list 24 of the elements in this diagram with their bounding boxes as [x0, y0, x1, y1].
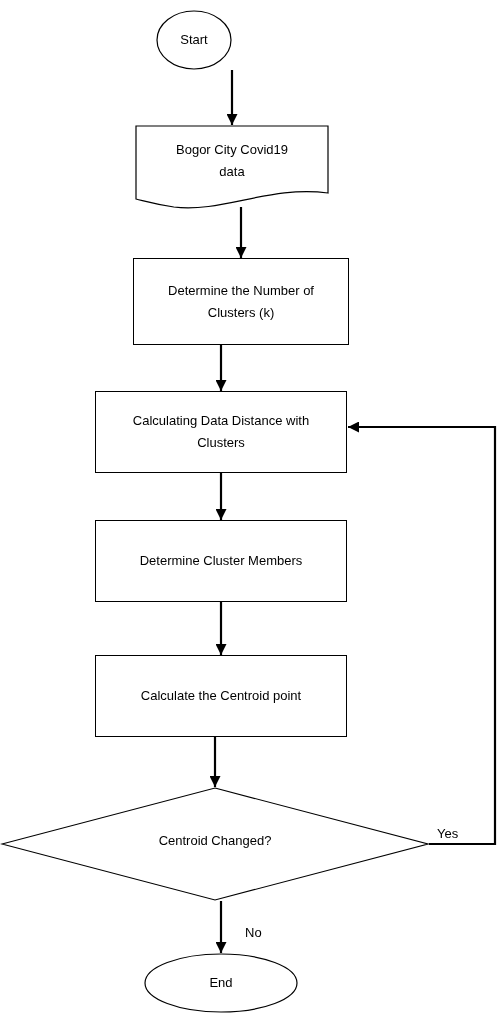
process-box: [133, 258, 349, 345]
node-label: End: [209, 974, 233, 992]
node-label: Calculate the Centroid point: [140, 687, 302, 705]
node-label: Calculating Data Distance with Clusters: [131, 412, 311, 452]
node-label: Determine the Number of Clusters (k): [167, 281, 315, 322]
arrow: [209, 737, 221, 787]
node-label: Centroid Changed?: [158, 832, 272, 850]
process-box: [95, 520, 347, 602]
node-label: Determine Cluster Members: [139, 552, 303, 570]
process-box: [95, 391, 347, 473]
node-label: Bogor City Covid19 data: [175, 141, 289, 181]
terminal-ellipse: [156, 10, 232, 70]
arrow: [226, 70, 238, 125]
arrow: [215, 473, 227, 520]
decision-diamond: [1, 787, 429, 901]
terminal-ellipse: [144, 953, 298, 1013]
arrow: [235, 207, 247, 258]
process-box: [95, 655, 347, 737]
node-label: Start: [180, 31, 208, 49]
arrow: [215, 602, 227, 655]
arrow: [215, 901, 227, 953]
arrow: [215, 345, 227, 391]
arrow: [348, 421, 497, 846]
document-shape: [135, 125, 329, 211]
